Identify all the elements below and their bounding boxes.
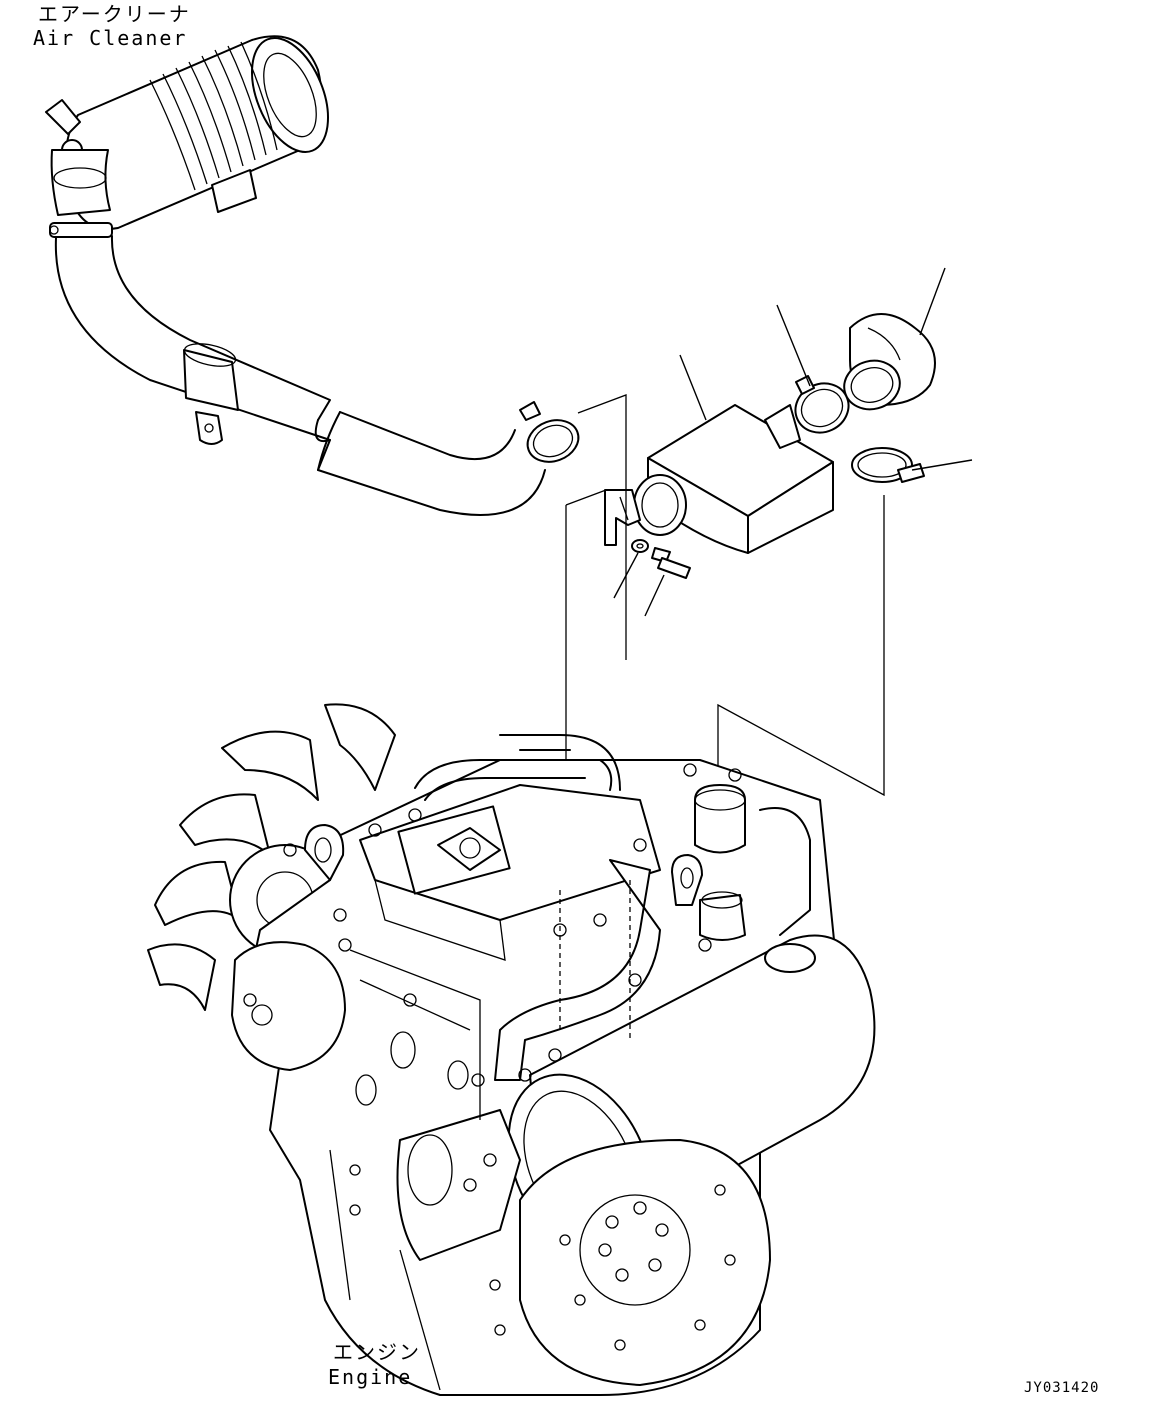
engine-assembly	[147, 703, 876, 1396]
leader-lines	[613, 267, 973, 617]
engine-label-jp: エンジン	[333, 1340, 421, 1364]
rubber-elbow-hose	[843, 313, 936, 411]
hose-clamp-left	[519, 401, 580, 463]
bolt	[651, 547, 691, 579]
intake-box	[604, 404, 834, 554]
washer	[631, 539, 649, 553]
air-cleaner-assembly	[45, 35, 329, 238]
air-cleaner-label-en: Air Cleaner	[33, 26, 188, 50]
intake-hose	[54, 235, 546, 516]
hose-clamp-lower	[851, 447, 925, 483]
engine-label-en: Engine	[328, 1365, 413, 1389]
air-cleaner-label-jp: エアークリーナ	[38, 2, 191, 26]
drawing-code: JY031420	[1024, 1380, 1100, 1396]
